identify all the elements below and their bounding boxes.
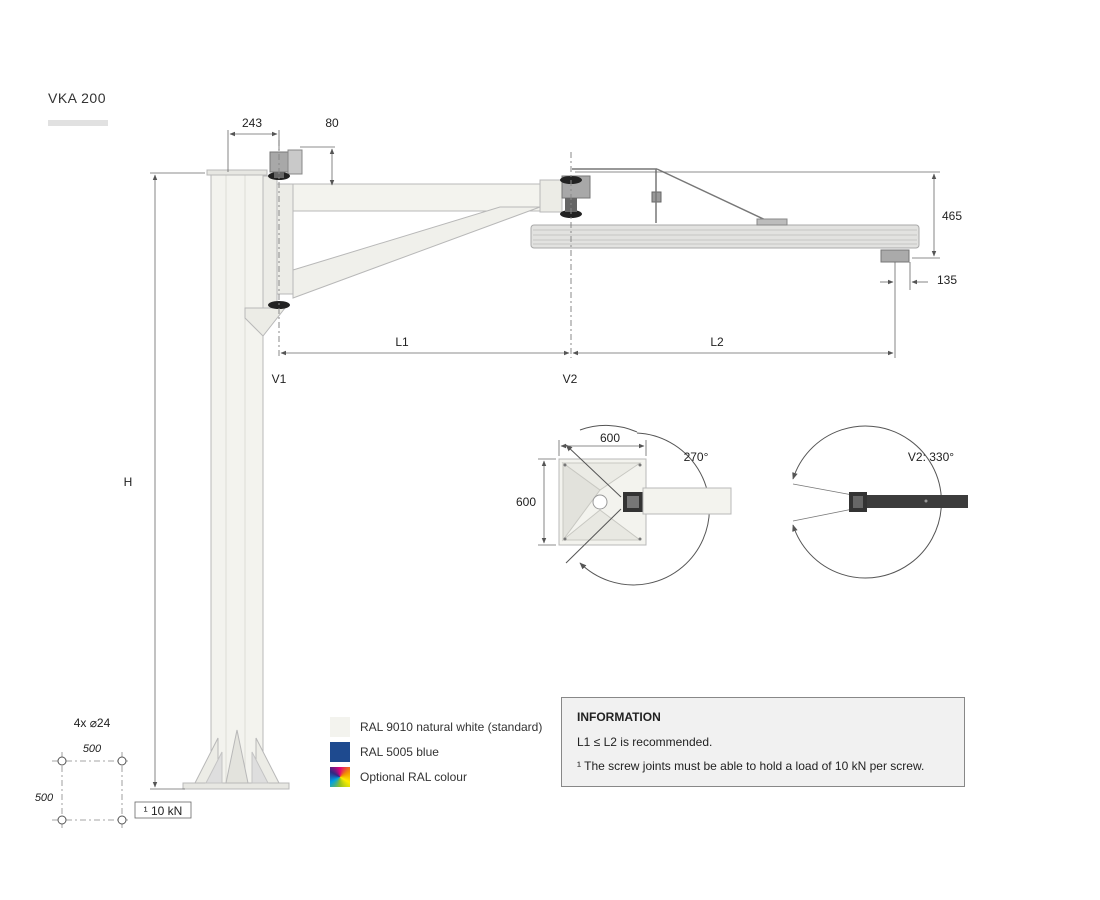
color-legend: RAL 9010 natural white (standard) RAL 50… [330, 717, 542, 792]
crane-column [182, 169, 290, 790]
dimension-labels: 243 80 465 135 L1 L2 V1 V2 H [124, 116, 963, 489]
info-title: INFORMATION [577, 710, 661, 724]
swatch-blue [330, 742, 350, 762]
info-line-2: ¹ The screw joints must be able to hold … [577, 759, 925, 773]
bolt-spacing-x: 500 [83, 743, 102, 755]
legend-item-optional: Optional RAL colour [330, 767, 542, 787]
jib-arm [276, 179, 563, 299]
info-line-1: L1 ≤ L2 is recommended. [577, 735, 713, 749]
v2-plan-view [792, 425, 968, 579]
dim-80: 80 [325, 116, 339, 130]
product-title: VKA 200 [48, 90, 106, 106]
swatch-optional [330, 767, 350, 787]
title-underline [48, 120, 108, 126]
legend-label-blue: RAL 5005 blue [360, 745, 439, 759]
dim-base-width: 600 [600, 431, 620, 445]
pivot-v2 [560, 175, 591, 218]
legend-item-blue: RAL 5005 blue [330, 742, 542, 762]
bolt-holes-label: 4x ⌀24 [74, 716, 111, 730]
dim-l2: L2 [710, 335, 724, 349]
angle-270-label: 270° [684, 450, 709, 464]
legend-label-optional: Optional RAL colour [360, 770, 467, 784]
bolt-plan [52, 752, 192, 828]
centerlines [278, 140, 572, 358]
label-v1: V1 [272, 372, 287, 386]
bolt-load-label: ¹ 10 kN [144, 804, 183, 818]
dim-l1: L1 [395, 335, 409, 349]
dim-243: 243 [242, 116, 262, 130]
dim-base-height: 600 [516, 495, 536, 509]
rail [530, 168, 920, 263]
bolt-spacing-y: 500 [35, 792, 54, 804]
angle-v2-label: V2: 330° [908, 450, 954, 464]
pivot-v1 [268, 149, 303, 309]
swatch-white [330, 717, 350, 737]
dim-135: 135 [937, 273, 957, 287]
legend-label-white: RAL 9010 natural white (standard) [360, 720, 543, 734]
legend-item-white: RAL 9010 natural white (standard) [330, 717, 542, 737]
base-plan-view [538, 424, 732, 586]
dim-h: H [124, 475, 133, 489]
dimension-lines [150, 130, 940, 790]
dim-465: 465 [942, 209, 962, 223]
information-box: INFORMATION L1 ≤ L2 is recommended. ¹ Th… [561, 697, 965, 787]
label-v2: V2 [563, 372, 578, 386]
